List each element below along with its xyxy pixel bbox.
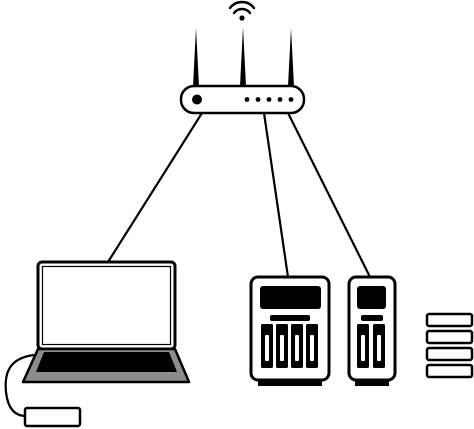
link-router-nas-2bay [286, 111, 372, 279]
wifi-router-icon [179, 27, 306, 115]
hard-drive-2 [425, 329, 474, 345]
hard-drive-1 [425, 312, 474, 328]
nas-2-bay-indicator [361, 315, 383, 321]
link-router-laptop [106, 111, 204, 264]
nas-2-bay-feet [355, 378, 389, 386]
router-body [179, 84, 306, 115]
router-power-led [192, 94, 202, 105]
link-router-nas-4bay [262, 111, 290, 279]
hard-drive-stack-icon [425, 312, 474, 379]
nas-4-bay-indicator [270, 315, 310, 321]
hard-drive-4 [425, 363, 474, 379]
router-status-leds [244, 97, 294, 102]
wifi-signal-icon [228, 0, 256, 21]
usb-drive-icon [23, 406, 82, 428]
laptop-keyboard [36, 352, 177, 372]
laptop-icon [4, 260, 191, 428]
connections [106, 111, 372, 279]
nas-2-bay-display [357, 286, 386, 309]
nas-4-bay-feet [258, 378, 322, 386]
nas-4-bay-display [260, 286, 321, 309]
usb-cable [4, 353, 35, 418]
nas-4-bay-bay-slots [265, 335, 314, 361]
hard-drive-3 [425, 346, 474, 362]
nas-2-bay-bay-slots [361, 335, 381, 361]
laptop-screen [41, 265, 172, 346]
router-antennas [193, 27, 294, 86]
nas-4-bay-icon [249, 275, 331, 386]
nas-2-bay-icon [347, 275, 397, 386]
